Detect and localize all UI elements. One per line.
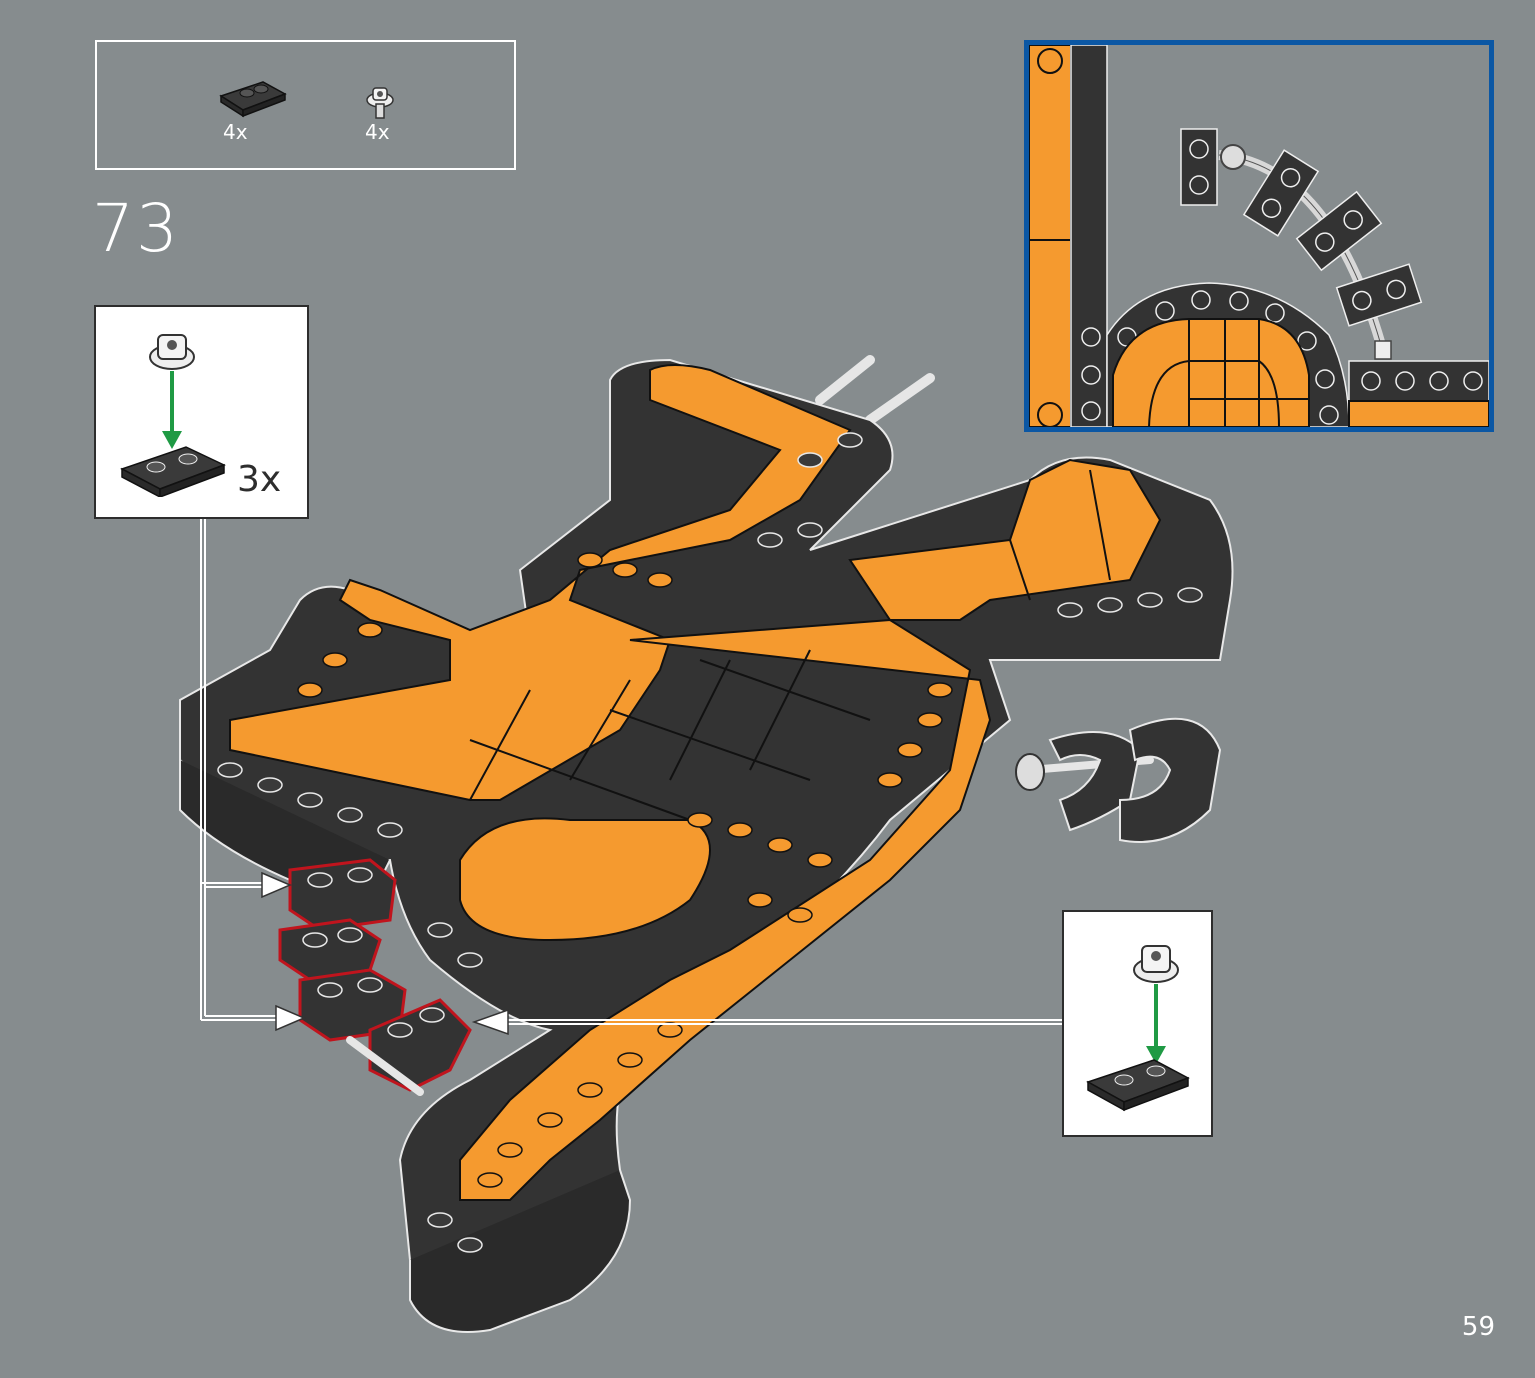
arrow-head	[261, 871, 292, 899]
callout-right	[1062, 910, 1213, 1137]
zoom-detail-illustration	[1029, 45, 1489, 427]
part-count: 4x	[365, 120, 390, 144]
parts-list-box: 4x 4x	[95, 40, 516, 170]
main-assembly-illustration	[179, 355, 1234, 1333]
callout-left: 3x	[94, 305, 309, 519]
callout-multiplier: 3x	[237, 459, 282, 500]
zoom-detail-box	[1024, 40, 1494, 432]
arrow-head	[471, 1008, 509, 1036]
step-number: 73	[92, 190, 180, 267]
clip-icon	[366, 87, 394, 119]
arrow-head	[275, 1004, 306, 1032]
clip-onto-plate-icon	[120, 334, 226, 497]
page-number: 59	[1461, 1312, 1495, 1342]
part-count: 4x	[223, 120, 248, 144]
clip-onto-plate-icon	[1086, 945, 1190, 1112]
dark-gray-plate-1x2-icon	[219, 81, 287, 118]
